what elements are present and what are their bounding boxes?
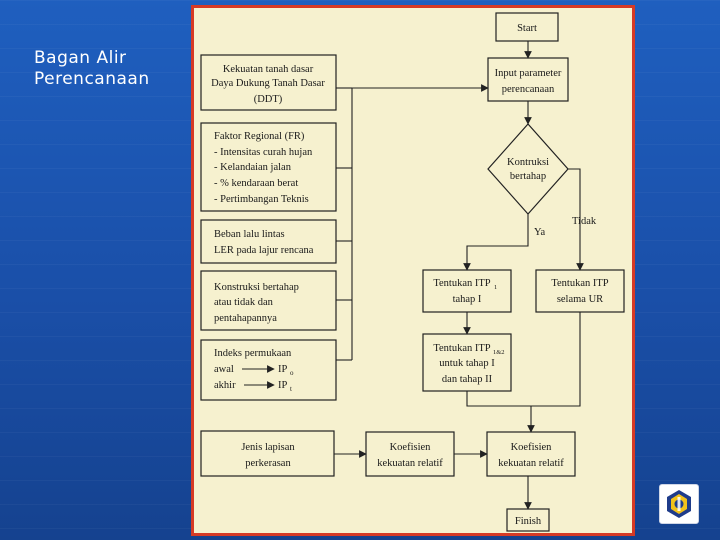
relative-coefficient-box bbox=[365, 431, 455, 477]
relative-coefficient-line-2: kekuatan relatif bbox=[377, 458, 443, 469]
traffic-line-2: LER pada lajur rencana bbox=[214, 245, 314, 256]
surface-index-box bbox=[200, 339, 337, 401]
connector-itp12-merge bbox=[466, 391, 531, 407]
finish-label: Finish bbox=[515, 516, 542, 527]
start-box bbox=[495, 12, 559, 42]
surface-index-title: Indeks permukaan bbox=[214, 348, 292, 359]
itp12-subscript: 1&2 bbox=[493, 349, 505, 356]
surface-index-awal: awal bbox=[214, 364, 234, 375]
surface-index-ip-o: IP bbox=[278, 364, 287, 375]
itp12-line-3: dan tahap II bbox=[442, 374, 493, 385]
university-logo-icon bbox=[659, 484, 699, 524]
regional-title: Faktor Regional (FR) bbox=[214, 131, 305, 142]
layer-type-line-1: Jenis lapisan bbox=[241, 442, 295, 453]
soil-line-3: (DDT) bbox=[254, 94, 283, 105]
yes-label: Ya bbox=[534, 227, 546, 238]
decision-line-2: bertahap bbox=[510, 171, 546, 182]
start-label: Start bbox=[517, 23, 537, 34]
traffic-load-box bbox=[200, 219, 337, 264]
flowchart-diagram: Start Input parameter perencanaan Kontru… bbox=[200, 12, 625, 532]
surface-index-ip-t-subscript: t bbox=[290, 385, 292, 393]
relative-coefficient-right-line-2: kekuatan relatif bbox=[498, 458, 564, 469]
itp1-box bbox=[422, 269, 512, 313]
slide-title-line-2: Perencanaan bbox=[34, 69, 150, 89]
regional-item-1: - Intensitas curah hujan bbox=[214, 147, 313, 158]
flowchart-frame: Start Input parameter perencanaan Kontru… bbox=[191, 5, 635, 536]
surface-index-ip-t: IP bbox=[278, 380, 287, 391]
decision-line-1: Kontruksi bbox=[507, 157, 549, 168]
slide-title: Bagan Alir Perencanaan bbox=[34, 48, 150, 90]
regional-factor-box bbox=[200, 122, 337, 212]
regional-item-3: - % kendaraan berat bbox=[214, 178, 298, 189]
regional-item-2: - Kelandaian jalan bbox=[214, 162, 292, 173]
construction-line-3: pentahapannya bbox=[214, 313, 277, 324]
layer-type-box bbox=[200, 430, 335, 477]
soil-strength-box bbox=[200, 54, 337, 111]
construction-line-1: Konstruksi bertahap bbox=[214, 282, 299, 293]
no-label: Tidak bbox=[572, 216, 597, 227]
construction-line-2: atau tidak dan bbox=[214, 297, 274, 308]
connector-no bbox=[568, 168, 584, 271]
relative-coefficient-right-box bbox=[486, 431, 576, 477]
itp-ur-box bbox=[535, 269, 625, 313]
soil-line-2: Daya Dukung Tanah Dasar bbox=[211, 78, 325, 89]
input-parameter-line-2: perencanaan bbox=[502, 84, 555, 95]
itp12-line-1: Tentukan ITP bbox=[433, 343, 490, 354]
itp-ur-line-1: Tentukan ITP bbox=[551, 278, 608, 289]
input-parameter-line-1: Input parameter bbox=[495, 68, 562, 79]
surface-index-akhir: akhir bbox=[214, 380, 236, 391]
connector-itpur-merge bbox=[531, 312, 581, 407]
traffic-line-1: Beban lalu lintas bbox=[214, 229, 285, 240]
relative-coefficient-line-1: Koefisien bbox=[390, 442, 432, 453]
itp12-line-2: untuk tahap I bbox=[439, 358, 495, 369]
regional-item-4: - Pertimbangan Teknis bbox=[214, 194, 309, 205]
connector-yes bbox=[463, 214, 529, 271]
itp1-subscript: 1 bbox=[494, 284, 497, 291]
decision-diamond bbox=[487, 123, 569, 215]
itp-ur-line-2: selama UR bbox=[557, 294, 603, 305]
surface-index-ip-o-subscript: o bbox=[290, 369, 294, 377]
itp1-line-2: tahap I bbox=[453, 294, 482, 305]
relative-coefficient-right-line-1: Koefisien bbox=[511, 442, 553, 453]
itp1-line-1: Tentukan ITP bbox=[433, 278, 490, 289]
layer-type-line-2: perkerasan bbox=[245, 458, 291, 469]
soil-line-1: Kekuatan tanah dasar bbox=[223, 64, 314, 75]
slide-title-line-1: Bagan Alir bbox=[34, 48, 127, 68]
